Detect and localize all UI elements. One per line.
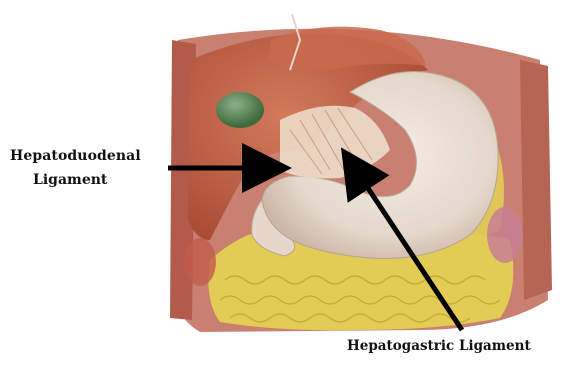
- hepatoduodenal-label-line1: Hepatoduodenal: [10, 148, 141, 164]
- gallbladder: [216, 92, 264, 128]
- left-lower-organ: [184, 238, 216, 286]
- right-organ: [487, 207, 523, 263]
- hepatogastric-label: Hepatogastric Ligament: [347, 338, 531, 354]
- liver-lobe-upper: [270, 27, 426, 71]
- right-wall-muscle: [520, 60, 552, 300]
- hepatoduodenal-label-line2: Ligament: [33, 172, 107, 188]
